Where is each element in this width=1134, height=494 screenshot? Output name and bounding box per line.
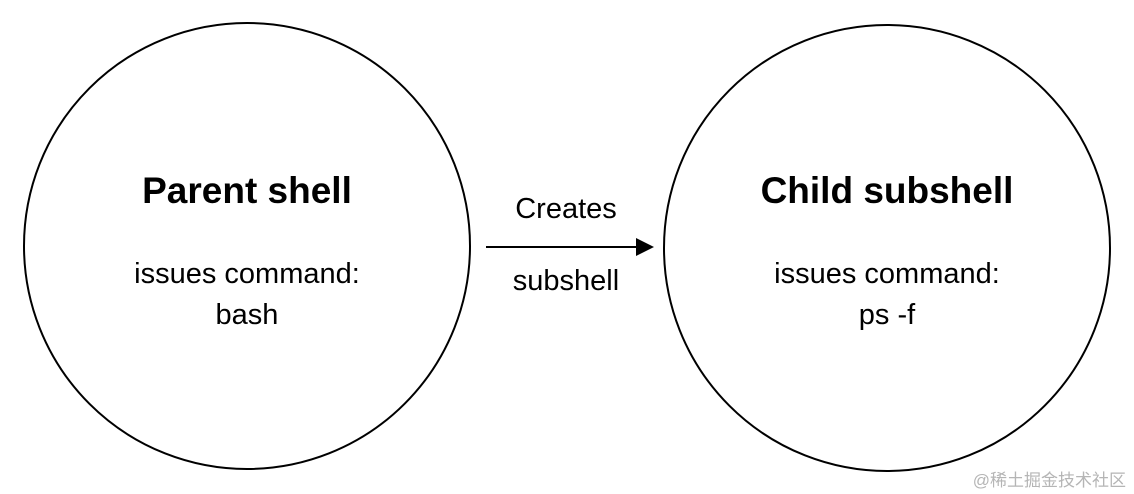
- parent-command-value: bash: [215, 299, 279, 331]
- arrow-right-icon: [486, 238, 654, 256]
- parent-command-label: issues command:: [134, 258, 360, 290]
- parent-shell-title: Parent shell: [142, 170, 352, 211]
- child-subshell-node: Child subshell issues command: ps -f: [663, 24, 1111, 472]
- edge-label-subshell: subshell: [512, 265, 620, 297]
- child-command-value: ps -f: [858, 299, 916, 331]
- child-subshell-title: Child subshell: [760, 170, 1014, 211]
- watermark: @稀土掘金技术社区: [972, 471, 1126, 490]
- parent-shell-node: Parent shell issues command: bash: [23, 22, 471, 470]
- child-command-label: issues command:: [774, 258, 1000, 290]
- edge-label-creates: Creates: [515, 193, 617, 225]
